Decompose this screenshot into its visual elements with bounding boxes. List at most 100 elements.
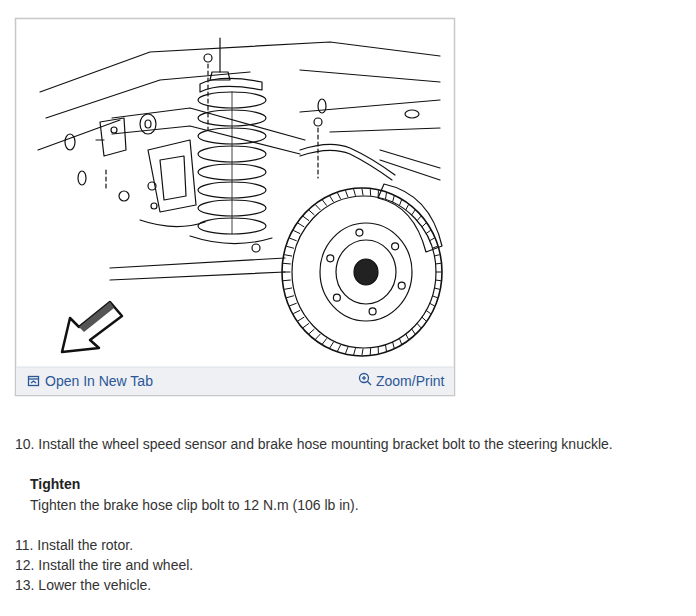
suspension-drawing-part	[190, 236, 272, 244]
suspension-drawing-part-part	[294, 311, 300, 314]
suspension-drawing-part	[200, 78, 262, 92]
suspension-drawing-part	[110, 272, 285, 280]
suspension-drawing-part	[145, 120, 151, 128]
suspension-drawing-part	[65, 134, 75, 150]
suspension-drawing-part	[320, 223, 412, 321]
suspension-drawing-part-part	[362, 189, 363, 195]
suspension-drawing-part	[330, 128, 440, 132]
direction-arrow-part	[62, 302, 122, 352]
suspension-drawing-part-part	[316, 205, 321, 210]
suspension-drawing-part	[378, 184, 442, 252]
suspension-drawing-part-part	[354, 349, 356, 355]
suspension-drawing-part-part	[338, 193, 341, 199]
suspension-drawing-part-part	[436, 280, 441, 282]
suspension-drawing-part	[112, 126, 300, 154]
suspension-drawing-part	[112, 108, 305, 140]
suspension-drawing-part-part	[417, 324, 420, 328]
suspension-drawing-part	[252, 244, 260, 252]
toolbar-icons-part	[367, 381, 371, 385]
suspension-drawing-part	[232, 92, 233, 234]
suspension-drawing-part-part	[327, 255, 334, 262]
toolbar-link: Zoom/Print	[376, 372, 444, 390]
suspension-drawing-part-part	[422, 317, 426, 321]
suspension-drawing-part-part	[338, 345, 341, 351]
suspension-drawing-part-part	[393, 342, 394, 347]
suspension-drawing-part	[405, 110, 419, 118]
suspension-drawing-part	[317, 128, 318, 178]
suspension-drawing-part	[78, 171, 86, 185]
suspension-drawing-part-part	[287, 246, 294, 248]
suspension-drawing-part	[380, 150, 440, 168]
suspension-drawing-part	[207, 64, 208, 130]
suspension-drawing-part-part	[385, 345, 387, 351]
suspension-drawing-part-part	[426, 311, 430, 314]
figure-frame	[16, 19, 455, 396]
suspension-drawing-part-part	[393, 196, 394, 201]
suspension-drawing-part	[300, 150, 392, 180]
suspension-drawing-part-part	[422, 223, 426, 227]
suspension-drawing-part-part	[298, 317, 304, 321]
suspension-drawing-part-part	[330, 196, 333, 201]
suspension-drawing-part	[282, 188, 442, 356]
suspension-drawing-part-part	[406, 334, 409, 339]
suspension-drawing-part-part	[400, 200, 402, 205]
suspension-drawing-part-part	[356, 229, 363, 236]
suspension-drawing-part-part	[323, 200, 327, 205]
suspension-drawing-part-part	[283, 263, 290, 265]
suspension-drawing-part-part	[309, 329, 314, 333]
suspension-drawing-part-part	[298, 223, 304, 227]
suspension-drawing-part-part	[283, 272, 290, 273]
suspension-drawing-part	[140, 220, 205, 227]
suspension-drawing-part	[140, 114, 156, 134]
suspension-drawing-part	[38, 120, 120, 150]
step-text: 11. Install the rotor.	[15, 536, 133, 554]
suspension-drawing-part	[219, 38, 220, 72]
suspension-drawing-part	[111, 127, 117, 133]
suspension-drawing-part-part	[309, 210, 314, 214]
suspension-drawing-part-part	[406, 205, 409, 210]
figure-frame-part	[16, 367, 454, 395]
step-text: 12. Install the tire and wheel.	[15, 556, 193, 574]
suspension-drawing-part	[96, 139, 104, 140]
suspension-drawing-part-part	[285, 255, 292, 256]
suspension-drawing-part-part	[330, 342, 333, 347]
suspension-drawing-part	[160, 156, 186, 200]
toolbar-icons-part	[29, 378, 39, 379]
suspension-drawing-part	[119, 191, 129, 201]
suspension-drawing-part	[292, 196, 436, 348]
direction-arrow-part	[79, 302, 114, 332]
suspension-drawing-part-part	[294, 231, 300, 234]
note-text: Tighten the brake hose clip bolt to 12 N…	[30, 496, 359, 514]
suspension-drawing-part-part	[316, 334, 321, 339]
toolbar-icons-part	[360, 374, 369, 383]
suspension-drawing-part-part	[430, 303, 434, 305]
suspension-drawing-part	[300, 70, 440, 82]
suspension-drawing-part-part	[436, 272, 441, 273]
suspension-drawing-part-part	[430, 238, 434, 240]
suspension-drawing-part-part	[370, 189, 371, 195]
suspension-drawing-part	[300, 100, 440, 112]
suspension-drawing-part-part	[333, 294, 340, 301]
suspension-drawing-part-part	[417, 216, 420, 220]
suspension-drawing-part	[283, 189, 441, 355]
suspension-drawing-part-part	[283, 280, 290, 282]
suspension-drawing-part-part	[354, 189, 356, 195]
figure-frame-part	[16, 367, 454, 368]
suspension-drawing-part-part	[434, 255, 439, 256]
suspension-drawing-part-part	[432, 246, 437, 248]
suspension-drawing-part	[314, 118, 322, 126]
suspension-drawing-part-part	[392, 243, 399, 250]
suspension-drawing-part	[148, 140, 196, 212]
suspension-drawing-part	[318, 99, 326, 113]
suspension-drawing-part-part	[412, 329, 415, 333]
suspension-drawing-part-part	[290, 238, 296, 240]
suspension-drawing-part	[110, 258, 285, 268]
figure-frame-part	[16, 19, 455, 396]
toolbar-icons-part	[31, 381, 36, 383]
suspension-drawing-part-part	[378, 191, 379, 197]
suspension-drawing-part	[336, 240, 396, 304]
suspension-drawing-part-part	[426, 231, 430, 234]
suspension-drawing-part-part	[370, 349, 371, 355]
suspension-drawing-part-part	[362, 349, 363, 355]
suspension-drawing-part-part	[398, 282, 405, 289]
